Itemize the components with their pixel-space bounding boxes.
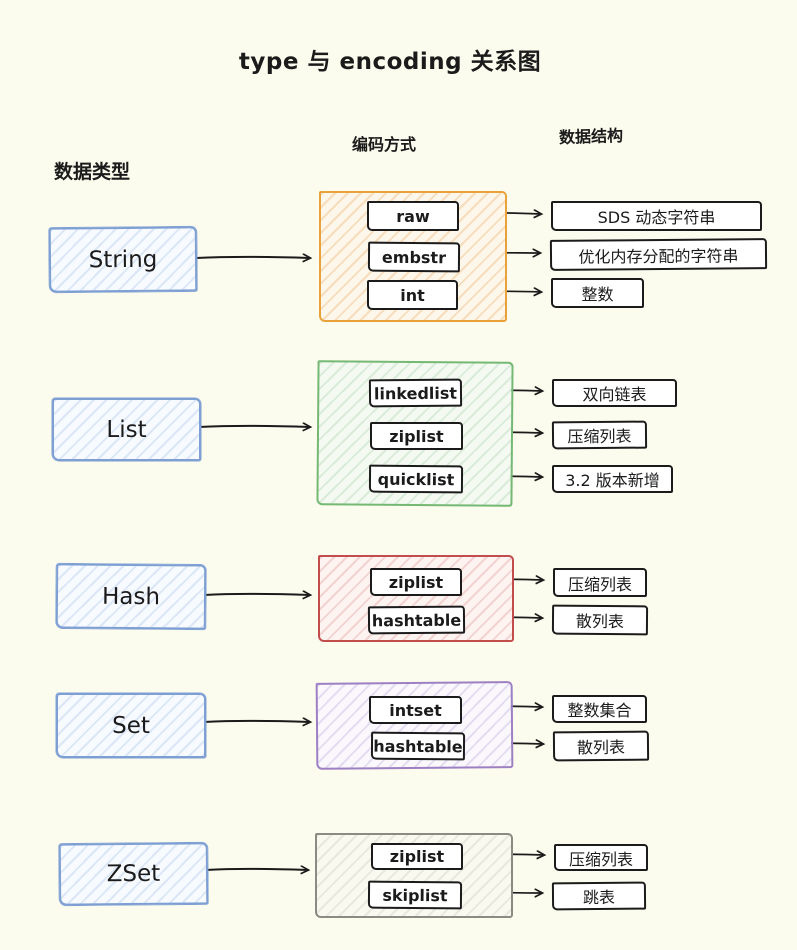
struct-label: SDS 动态字符串 [597,208,716,227]
struct-node-ziplist-hash: 压缩列表 [553,568,647,597]
enc-node-hash-ziplist: ziplist [370,568,462,596]
type-label: List [106,416,147,443]
type-label: Hash [101,583,161,610]
enc-node-list-ziplist: ziplist [370,422,463,450]
enc-node-list-linkedlist: linkedlist [368,378,463,408]
enc-node-set-intset: intset [369,696,462,724]
enc-label: intset [389,700,442,720]
enc-label: skiplist [382,885,448,905]
struct-label: 散列表 [576,737,626,758]
enc-label: hashtable [371,610,462,630]
struct-label: 跳表 [582,887,616,908]
struct-node-skiplist: 跳表 [551,881,647,911]
type-node-list: List [52,398,201,461]
struct-node-ziplist-zset: 压缩列表 [554,844,648,871]
enc-node-zset-ziplist: ziplist [371,843,463,870]
enc-label: embstr [381,247,447,267]
enc-label: int [400,285,425,305]
struct-label: 整数 [581,285,614,304]
diagram-title: type 与 encoding 关系图 [238,49,542,75]
enc-node-string-embstr: embstr [367,241,461,273]
struct-label: 压缩列表 [567,574,632,594]
struct-label: 散列表 [575,611,625,632]
enc-label: ziplist [388,572,444,592]
type-node-set: Set [56,693,206,758]
struct-node-hashtable-set: 散列表 [552,730,650,762]
struct-node-ziplist-list: 压缩列表 [551,420,648,450]
enc-node-string-raw: raw [367,201,459,231]
struct-node-intset: 整数集合 [552,695,647,723]
struct-label: 优化内存分配的字符串 [578,245,739,267]
struct-label: 压缩列表 [567,426,632,447]
arrow-zset-to-group [205,869,308,870]
struct-label: 压缩列表 [568,849,633,869]
enc-node-set-hashtable: hashtable [370,731,466,761]
struct-node-doubly-linked-list: 双向链表 [552,379,677,407]
column-header-data-type: 数据类型 [54,161,131,183]
type-node-zset: ZSet [58,842,209,906]
arrow-hash-to-group [203,594,310,595]
type-label: Set [112,712,150,739]
arrow-list-to-group [198,426,310,427]
enc-node-string-int: int [367,280,458,310]
struct-node-sds: SDS 动态字符串 [551,201,762,231]
arrow-string-to-group [195,257,310,258]
struct-node-hashtable-hash: 散列表 [551,604,649,636]
enc-label: ziplist [389,426,444,446]
type-label: String [88,246,158,273]
struct-node-quicklist-note: 3.2 版本新增 [552,465,673,493]
column-header-data-structure: 数据结构 [558,125,624,148]
arrow-set-to-group [203,721,310,722]
enc-node-zset-skiplist: skiplist [367,880,463,910]
enc-node-list-quicklist: quicklist [368,464,464,494]
enc-label: raw [396,206,430,226]
type-label: ZSet [106,860,161,888]
enc-label: hashtable [373,736,463,756]
struct-node-optimized-string: 优化内存分配的字符串 [549,238,768,271]
enc-node-hash-hashtable: hashtable [367,605,466,635]
struct-label: 3.2 版本新增 [565,471,660,490]
struct-label: 双向链表 [582,385,647,404]
enc-label: linkedlist [373,383,458,403]
type-node-string: String [48,226,198,293]
enc-label: quicklist [377,469,455,489]
struct-label: 整数集合 [567,701,632,720]
struct-node-integer: 整数 [551,278,644,308]
type-node-hash: Hash [55,563,207,630]
enc-label: ziplist [389,847,445,866]
column-header-encoding: 编码方式 [352,135,417,154]
